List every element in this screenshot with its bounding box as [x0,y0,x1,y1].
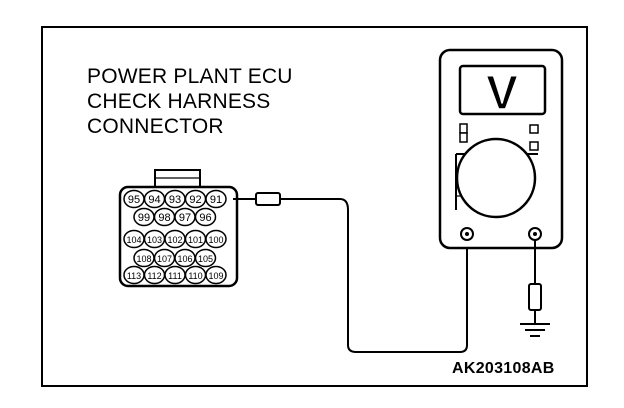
voltmeter-unit: V [486,67,518,120]
connector-pin [205,229,227,249]
connector-pin-label: 98 [158,212,170,224]
title-line-1: POWER PLANT ECU [87,65,293,88]
connector-pin-label: 91 [210,194,222,206]
connector-pin-label: 100 [208,235,223,245]
test-probe-negative [528,283,542,311]
connector-pin-label: 111 [168,271,182,281]
connector-pin-label: 106 [177,254,192,264]
connector-pin-label: 112 [147,271,161,281]
indicator-left-1 [459,123,468,134]
title-line-2: CHECK HARNESS [87,90,271,113]
connector-pin-label: 93 [169,194,181,206]
connector-pin-label: 97 [179,212,191,224]
connector-pin-label: 94 [148,194,160,206]
connector-pin-label: 104 [126,235,141,245]
test-probe-positive [233,192,468,353]
connector-pins: 95 94 93 92 91 99 98 97 96 104 103 102 101 100 108 107 1… [123,189,227,285]
connector-pin-label: 109 [208,271,223,281]
connector-pin-label: 102 [167,235,182,245]
ecu-connector: 95 94 93 92 91 99 98 97 96 104 103 102 101 100 108 107 1… [118,169,239,288]
connector-pin-label: 96 [199,212,211,224]
connector-pin-label: 105 [198,254,213,264]
connector-pin [205,189,227,209]
selector-dial [455,137,537,219]
connector-pin-label: 113 [127,271,141,281]
connector-pin-label: 107 [157,254,172,264]
ground-lead [520,240,550,337]
reference-code: AK203108AB [452,360,555,377]
indicator-right-1 [529,124,539,134]
indicator-right-2 [529,141,539,151]
connector-title: POWER PLANT ECU CHECK HARNESS CONNECTOR [87,64,293,139]
connector-pin [194,248,217,268]
voltmeter-display [458,64,547,116]
title-line-3: CONNECTOR [87,115,224,138]
diagram-frame [41,26,588,387]
connector-pin-label: 95 [128,194,140,206]
connector-pin [205,265,227,285]
connector-pin-label: 108 [136,254,151,264]
connector-pin-label: 92 [189,194,201,206]
connector-pin-label: 103 [147,235,162,245]
connector-pin-label: 110 [188,271,202,281]
connector-pin-label: 99 [138,212,150,224]
connector-pin [194,207,217,227]
ground-icon [520,323,550,337]
voltmeter: V [438,48,564,250]
indicator-left-2 [459,132,468,143]
connector-pin-label: 101 [188,235,203,245]
